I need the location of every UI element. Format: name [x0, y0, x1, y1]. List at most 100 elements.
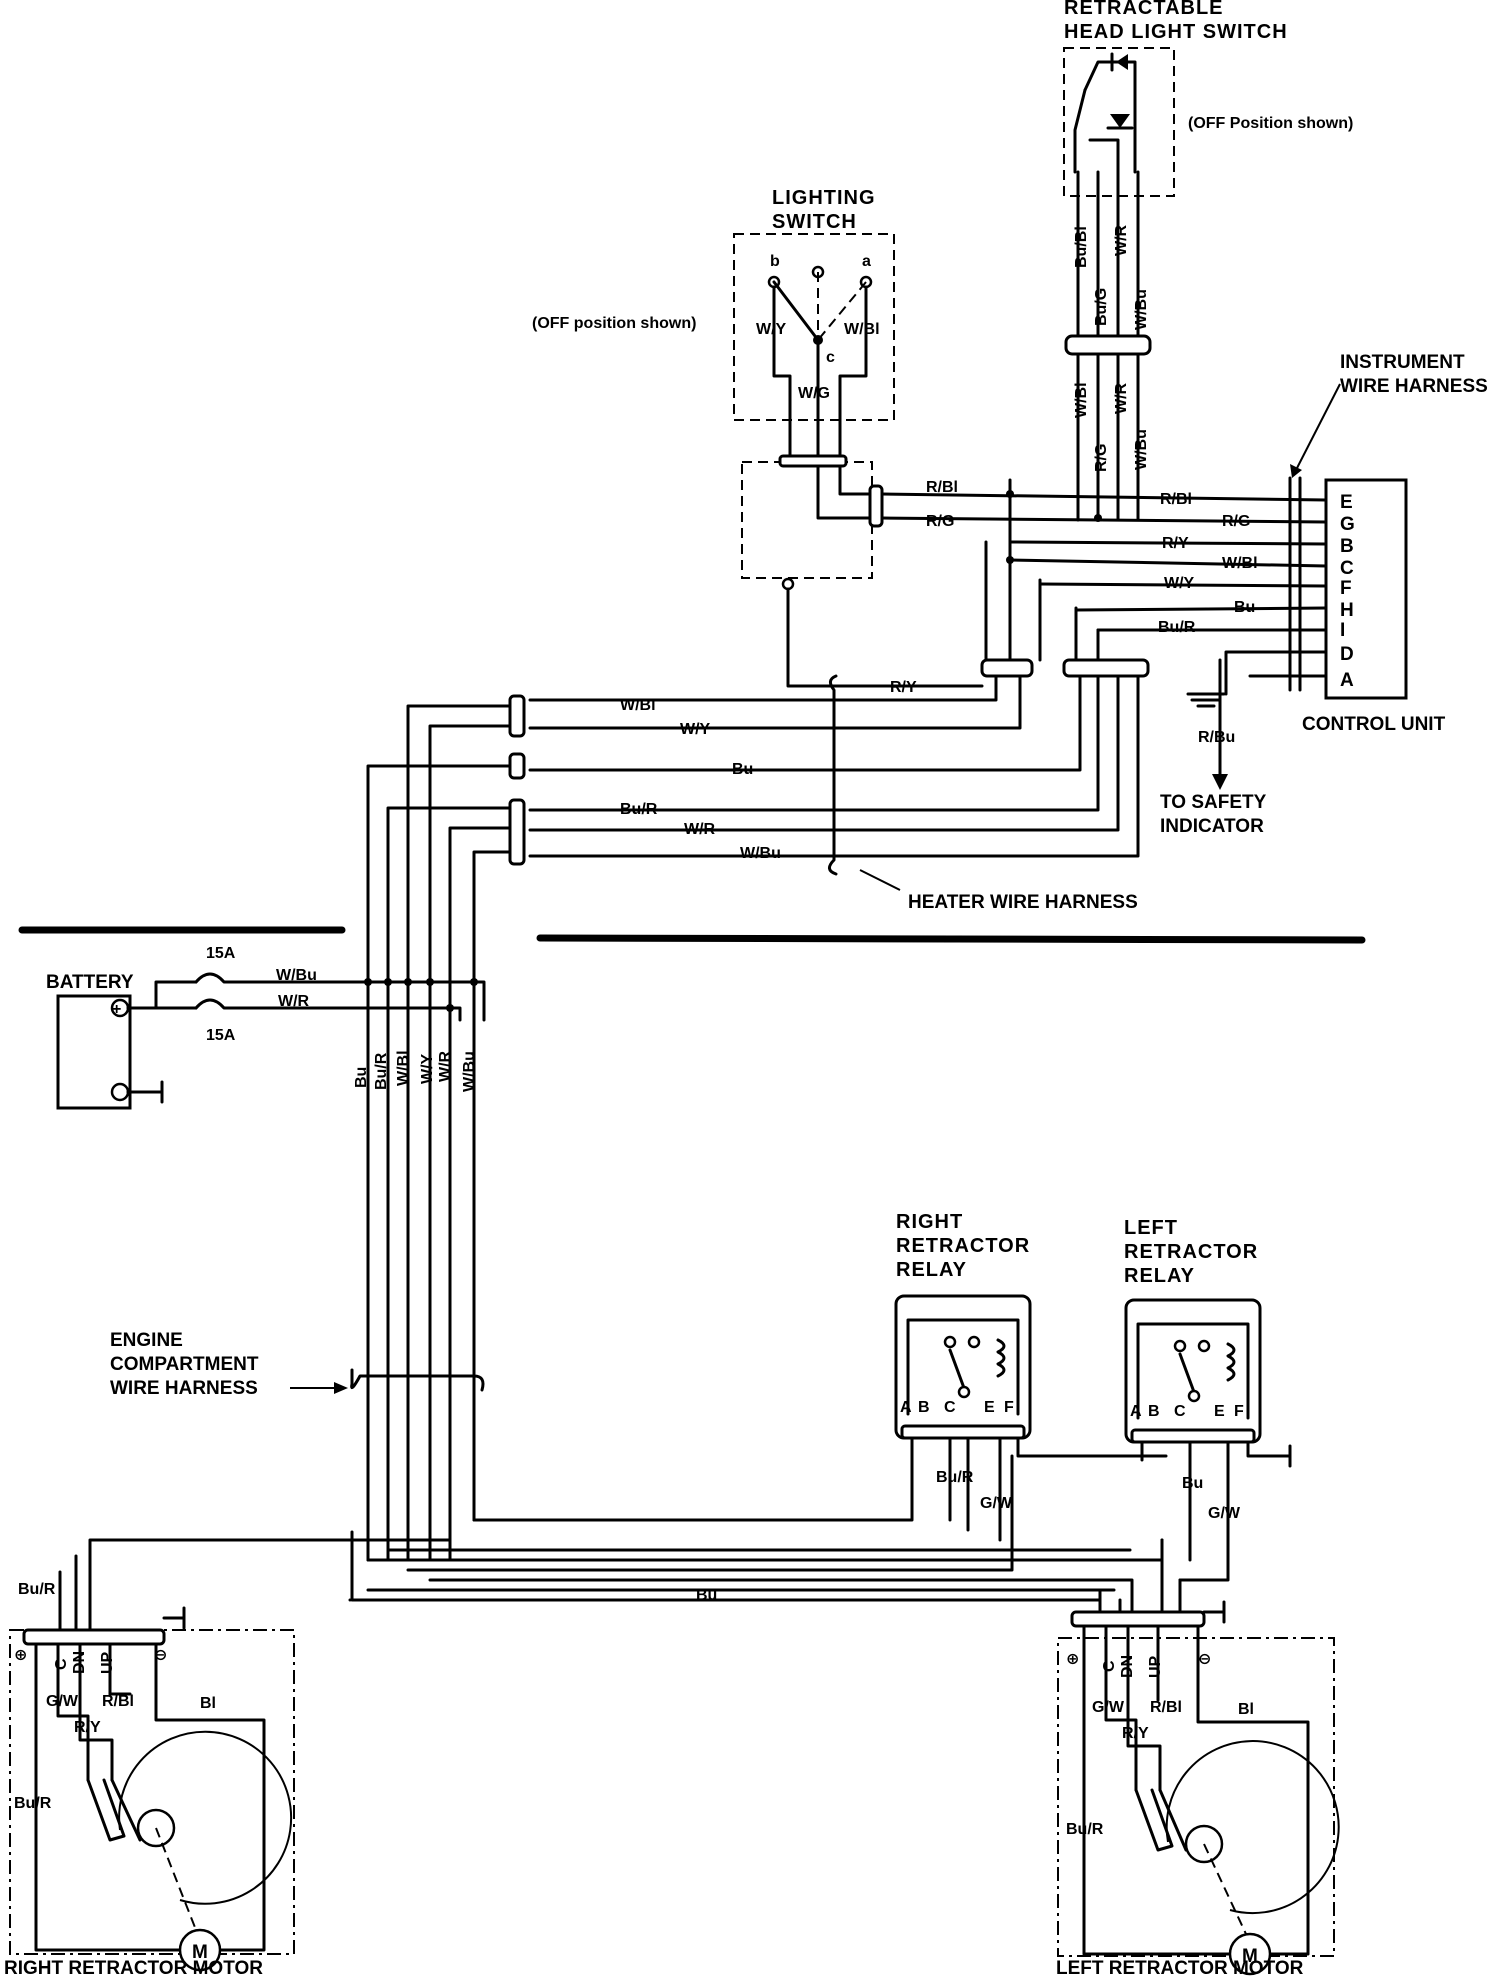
right-relay-box [894, 1294, 1032, 1440]
right-motor-label: RIGHT RETRACTOR MOTOR [4, 1958, 263, 1976]
label-w-y: W/Y [1164, 575, 1195, 592]
retractable-headlight-switch: RETRACTABLE HEAD LIGHT SWITCH (OFF Posit… [1063, 0, 1353, 197]
motor-icon [1228, 1932, 1272, 1976]
battery-plus-icon: + [112, 1001, 121, 1018]
engine-harness-title-3: WIRE HARNESS [110, 1378, 258, 1399]
label-bu: Bu [1234, 599, 1255, 616]
engine-harness-title-2: COMPARTMENT [110, 1354, 259, 1375]
left-relay-term-a: A [1130, 1403, 1142, 1420]
control-unit-terminal-a: A [1340, 670, 1354, 691]
label-r-g: R/G [1222, 513, 1250, 530]
label-w-y: W/Y [419, 1053, 436, 1084]
right-motor-pin-c: C [53, 1658, 70, 1670]
motor-cam [118, 1730, 293, 1905]
label-bu: Bu [353, 1067, 370, 1088]
connector [1064, 334, 1152, 356]
relay-coil-icon [996, 1338, 1006, 1378]
right-motor-plus: ⊕ [14, 1647, 27, 1664]
retractable-switch-title-1: RETRACTABLE [1064, 0, 1224, 19]
right-motor-pin-up: UP [99, 1651, 116, 1674]
control-unit-terminal-e: E [1340, 492, 1353, 513]
right-retractor-motor: ⊕ ⊖ C DN UP G/W R/Bl R/Y Bl Bu/R M RIGHT… [4, 1628, 295, 1976]
control-unit-terminal-f: F [1340, 578, 1352, 599]
lighting-switch-term-a: a [862, 253, 871, 270]
heater-harness-label: HEATER WIRE HARNESS [908, 892, 1138, 913]
control-unit-terminal-h: H [1340, 600, 1354, 621]
retractable-switch-cables: Bu/Bl W/R Bu/G W/Bu W/Bl W/R R/G W/Bu [1064, 170, 1152, 522]
left-motor-plus: ⊕ [1066, 1651, 1079, 1668]
control-unit-terminal-d: D [1340, 644, 1354, 665]
relay-coil-icon [1226, 1342, 1236, 1382]
heater-harness-wiring: W/Bl W/Y Bu Bu/R W/R W/Bu HEATER WIRE HA… [366, 674, 1140, 1562]
left-motor-label: LEFT RETRACTOR MOTOR [1056, 1958, 1304, 1976]
label-w-bl: W/Bl [1222, 555, 1258, 572]
label-r-g: R/G [926, 513, 954, 530]
left-motor-minus: ⊖ [1198, 1651, 1211, 1668]
retractable-switch-note: (OFF Position shown) [1188, 115, 1353, 132]
motor-cam [1165, 1740, 1340, 1915]
battery: BATTERY + 15A 15A W/Bu W/R [46, 945, 486, 1110]
label-w-bl: W/Bl [395, 1050, 412, 1086]
fuse-1-label: 15A [206, 945, 236, 962]
diode-icon [1116, 54, 1128, 70]
label-r-bu: R/Bu [1198, 729, 1235, 746]
lighting-switch-term-c: c [826, 349, 835, 366]
label-bu-r: Bu/R [620, 801, 658, 818]
label-w-g: W/G [798, 385, 830, 402]
label-w-r: W/R [278, 993, 310, 1010]
label-w-r: W/R [437, 1050, 454, 1082]
right-relay-term-f: F [1004, 1399, 1014, 1416]
label-w-bu: W/Bu [461, 1051, 478, 1092]
junction-box-outline [741, 461, 873, 579]
connector [980, 658, 1034, 678]
label-r-g: R/G [1093, 444, 1110, 472]
label-bu: Bu [696, 1587, 717, 1604]
label-bu-r: Bu/R [18, 1581, 56, 1598]
right-relay-title-1: RIGHT [896, 1211, 963, 1233]
label-w-r: W/R [684, 821, 716, 838]
left-motor-outline [1057, 1637, 1335, 1957]
label-w-bu: W/Bu [740, 845, 781, 862]
label-w-r: W/R [1113, 224, 1130, 256]
divider-right [536, 934, 1366, 944]
label-r-y: R/Y [890, 679, 917, 696]
control-unit-box [1324, 478, 1408, 700]
label-w-bu: W/Bu [1133, 289, 1150, 330]
right-relay-term-b: B [918, 1399, 930, 1416]
lower-harness-wiring: Bu Bu/R [18, 1454, 1164, 1642]
label-bu-r: Bu/R [14, 1795, 52, 1812]
label-bl: Bl [1238, 1701, 1254, 1718]
label-r-bl: R/Bl [102, 1693, 134, 1710]
connector [1062, 658, 1150, 678]
label-r-bl: R/Bl [926, 479, 958, 496]
label-bu: Bu [1182, 1475, 1203, 1492]
lighting-switch-term-b: b [770, 253, 780, 270]
right-motor-m: M [192, 1942, 208, 1963]
left-relay-term-e: E [1214, 1403, 1225, 1420]
left-relay-term-f: F [1234, 1403, 1244, 1420]
label-bl: Bl [200, 1695, 216, 1712]
motor-icon [178, 1928, 222, 1972]
battery-label: BATTERY [46, 972, 134, 993]
left-relay-title-3: RELAY [1124, 1265, 1195, 1287]
retractable-switch-title-2: HEAD LIGHT SWITCH [1064, 21, 1288, 43]
fuse-icon [194, 998, 344, 1010]
diode-icon [1110, 114, 1130, 128]
label-g-w: G/W [1092, 1699, 1125, 1716]
label-bu-g: Bu/G [1093, 288, 1110, 326]
fuse-icon [194, 972, 344, 984]
label-w-bl: W/Bl [1073, 382, 1090, 418]
label-r-bl: R/Bl [1150, 1699, 1182, 1716]
lighting-switch-note: (OFF position shown) [532, 315, 696, 332]
lighting-junction-box [741, 454, 984, 688]
label-w-r: W/R [1113, 382, 1130, 414]
control-unit: E G B C F H I D A CONTROL UNIT [1288, 476, 1446, 735]
label-w-bu: W/Bu [1133, 429, 1150, 470]
right-relay-term-c: C [944, 1399, 956, 1416]
left-retractor-relay: LEFT RETRACTOR RELAY A B C E F Bu G/W [1124, 1217, 1292, 1582]
lighting-switch-title-2: SWITCH [772, 211, 857, 233]
lighting-switch: LIGHTING SWITCH b a c W/Y W/Bl W/G (OFF … [532, 187, 895, 462]
left-relay-term-b: B [1148, 1403, 1160, 1420]
right-relay-title-2: RETRACTOR [896, 1235, 1030, 1257]
left-relay-title-2: RETRACTOR [1124, 1241, 1258, 1263]
